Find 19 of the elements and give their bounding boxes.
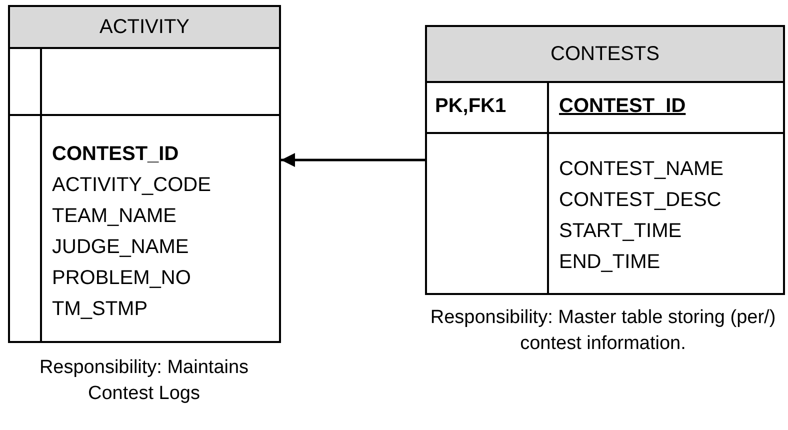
- attribute-name: TM_STMP: [52, 297, 148, 321]
- attribute-name: JUDGE_NAME: [52, 235, 189, 259]
- caption-text: Responsibility: Master table storing (per/) contest information.: [429, 306, 777, 356]
- arrow: [281, 153, 425, 167]
- attribute-name: CONTEST_DESC: [559, 188, 722, 212]
- entity-table: [425, 25, 785, 295]
- attribute-name: END_TIME: [559, 250, 660, 274]
- table-title: ACTIVITY: [10, 7, 279, 49]
- caption-text: Responsibility: Maintains Contest Logs: [38, 356, 250, 406]
- attribute-name: CONTEST_NAME: [559, 157, 724, 181]
- entity-table: [8, 5, 281, 343]
- attribute-name: CONTEST_ID: [52, 142, 179, 166]
- attribute-name: ACTIVITY_CODE: [52, 173, 211, 197]
- key-label: PK,FK1: [435, 94, 506, 118]
- attribute-name: START_TIME: [559, 219, 682, 243]
- attribute-name: PROBLEM_NO: [52, 266, 191, 290]
- attribute-name: TEAM_NAME: [52, 204, 176, 228]
- primary-key-field: CONTEST_ID: [559, 94, 686, 118]
- table-title: CONTESTS: [427, 27, 783, 83]
